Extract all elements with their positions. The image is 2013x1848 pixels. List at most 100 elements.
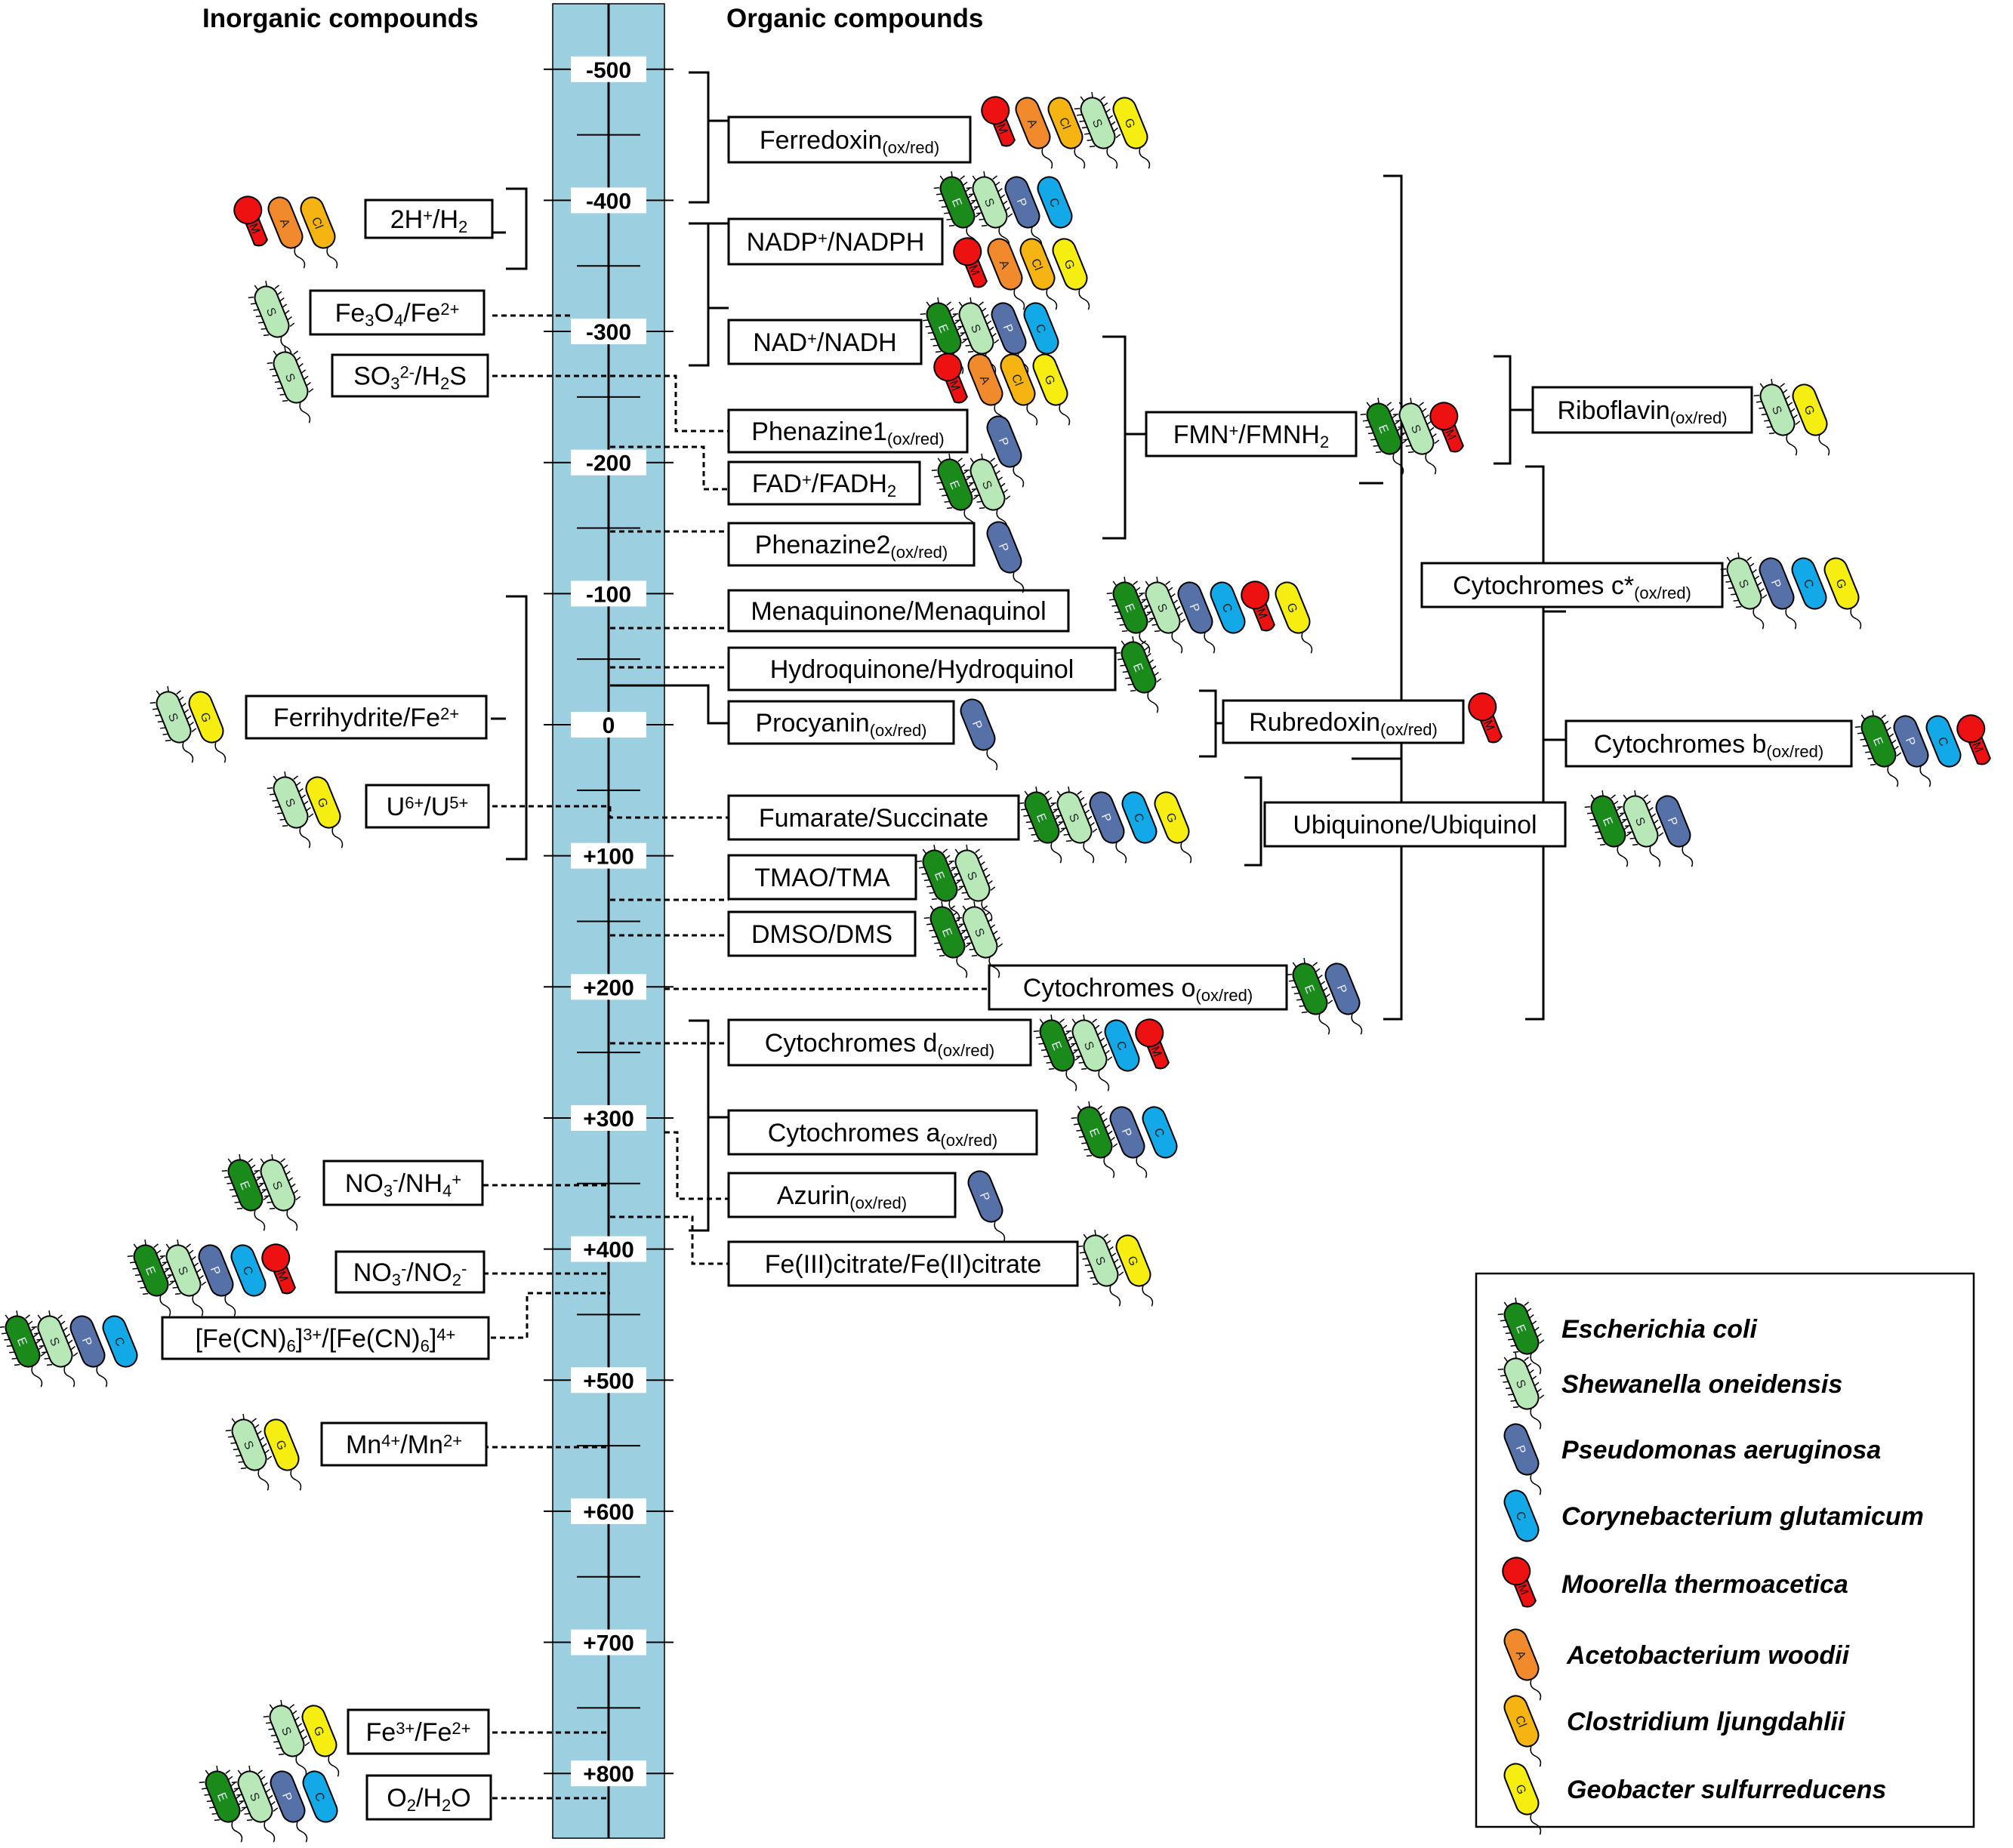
bacterium-C-icon: C bbox=[1210, 581, 1246, 634]
bacterium-Cl-icon: Cl bbox=[1000, 353, 1038, 426]
couple-label: Menaquinone/Menaquinol bbox=[751, 597, 1046, 626]
couple-label-part: /NADH bbox=[817, 328, 897, 357]
couple-label: Azurin(ox/red) bbox=[777, 1181, 907, 1212]
bacterium-M-icon: M bbox=[1135, 1018, 1170, 1070]
couple-label-part: + bbox=[818, 229, 828, 248]
bacterium-M-icon: M bbox=[953, 237, 988, 288]
scale-tick-label: +200 bbox=[583, 975, 634, 1000]
bacterium-S-icon: S bbox=[1753, 378, 1801, 456]
scale-tick-label: +500 bbox=[583, 1369, 634, 1394]
couple-box-procyanin: Procyanin(ox/red) bbox=[727, 700, 955, 745]
bacterium-E-icon: E bbox=[1286, 957, 1333, 1035]
couple-box-ubiquinone: Ubiquinone/Ubiquinol bbox=[1263, 801, 1567, 848]
legend-label: Clostridium ljungdahlii bbox=[1567, 1708, 1846, 1736]
scale-tick-label-bg bbox=[571, 187, 646, 214]
couple-label-part: O bbox=[375, 299, 394, 328]
svg-text:M: M bbox=[1515, 1583, 1531, 1597]
couple-label: Cytochromes c*(ox/red) bbox=[1453, 571, 1691, 602]
connector-dotted bbox=[491, 1292, 610, 1339]
couple-label: Hydroquinone/Hydroquinol bbox=[770, 655, 1074, 684]
couple-label-part: Fe bbox=[366, 1718, 396, 1747]
svg-text:G: G bbox=[1041, 374, 1056, 387]
couple-label: SO32-/H2S bbox=[353, 362, 467, 393]
couple-label-part: /Fe bbox=[403, 299, 440, 328]
bacterium-P-icon: P bbox=[1004, 176, 1043, 248]
couple-label-part: NADP bbox=[747, 228, 818, 257]
couple-label-part: /NH bbox=[398, 1169, 442, 1198]
bacterium-C-icon: C bbox=[302, 1770, 338, 1823]
couple-label-part: Phenazine2 bbox=[755, 531, 891, 559]
couple-box-tmao: TMAO/TMA bbox=[727, 854, 917, 901]
bacterium-Cl-icon: Cl bbox=[1047, 97, 1086, 169]
scale-tick-label-bg bbox=[571, 1236, 646, 1262]
couple-label-part: Hydroquinone/Hydroquinol bbox=[770, 655, 1074, 684]
bacterium-E-icon: E bbox=[1114, 636, 1162, 713]
legend-label: Corynebacterium glutamicum bbox=[1561, 1502, 1924, 1531]
bacterium-G-icon: G bbox=[1823, 557, 1862, 630]
couple-box-menaquinone: Menaquinone/Menaquinol bbox=[727, 589, 1070, 633]
bacterium-E-icon: E bbox=[1106, 576, 1154, 654]
bacterium-S-icon: S bbox=[1077, 1229, 1124, 1307]
connector-bracket bbox=[1383, 174, 1403, 1021]
couple-label: Ferrihydrite/Fe2+ bbox=[273, 704, 459, 732]
couple-label-part: 2- bbox=[399, 363, 415, 382]
couple-label-part: 3 bbox=[365, 311, 374, 330]
couple-label-part: Riboflavin bbox=[1557, 396, 1669, 425]
couple-box-so3: SO32-/H2S bbox=[331, 353, 489, 398]
couple-label-part: (ox/red) bbox=[849, 1194, 907, 1212]
scale-tick-label-bg bbox=[571, 1367, 646, 1394]
couple-label-part: + bbox=[452, 1170, 461, 1189]
couple-label-part: /NADPH bbox=[828, 228, 924, 257]
bacterium-S-icon: S bbox=[248, 280, 295, 358]
bacterium-S-icon: S bbox=[225, 1413, 273, 1491]
scale-tick-label-bg bbox=[571, 1629, 646, 1656]
bacterium-G-icon: G bbox=[1115, 1234, 1154, 1307]
couple-label: Riboflavin(ox/red) bbox=[1557, 396, 1727, 427]
couple-label-part: 4+ bbox=[381, 1431, 400, 1450]
couple-label-part: /FADH bbox=[812, 470, 887, 498]
couple-label: FMN+/FMNH2 bbox=[1173, 420, 1329, 451]
couple-box-azurin: Azurin(ox/red) bbox=[727, 1172, 957, 1218]
svg-text:G: G bbox=[1833, 578, 1848, 591]
couple-label-part: 2 bbox=[442, 1796, 451, 1815]
bacterium-P-icon: P bbox=[69, 1315, 108, 1388]
svg-text:G: G bbox=[1061, 258, 1076, 272]
bacterium-M-icon: M bbox=[1241, 581, 1275, 632]
couple-label-part: 3+ bbox=[303, 1326, 322, 1344]
couple-label-part: 6+ bbox=[405, 793, 424, 812]
bacterium-S-icon: S bbox=[1050, 786, 1098, 864]
couple-box-no3no2: NO3-/NO2- bbox=[334, 1250, 486, 1294]
couple-box-dmso: DMSO/DMS bbox=[727, 910, 917, 957]
couple-label-part: ] bbox=[296, 1325, 303, 1354]
scale-tick-label: -400 bbox=[586, 189, 631, 214]
couple-label-part: - bbox=[393, 1170, 398, 1189]
bacterium-G-icon: G bbox=[1275, 581, 1313, 654]
couple-label: Procyanin(ox/red) bbox=[756, 709, 927, 740]
bacterium-C-icon: C bbox=[1142, 1106, 1178, 1159]
couple-box-fe3fe2: Fe3+/Fe2+ bbox=[347, 1708, 490, 1755]
svg-text:G: G bbox=[1801, 404, 1816, 417]
bacterium-M-icon: M bbox=[233, 196, 268, 247]
bacterium-S-icon: S bbox=[159, 1239, 207, 1317]
scale-tick-label: +400 bbox=[583, 1238, 634, 1263]
couple-box-rubredoxin: Rubredoxin(ox/red) bbox=[1222, 699, 1465, 744]
bacterium-S-icon: S bbox=[263, 1699, 310, 1777]
bacterium-P-icon: P bbox=[1324, 962, 1363, 1035]
svg-text:Cl: Cl bbox=[1009, 372, 1025, 387]
couple-label-part: 2 bbox=[407, 1796, 416, 1815]
legend-label: Geobacter sulfurreducens bbox=[1567, 1776, 1886, 1804]
connector-bracket bbox=[689, 1019, 710, 1232]
couple-label: [Fe(CN)6]3+/[Fe(CN)6]4+ bbox=[196, 1325, 456, 1356]
scale-tick-label: -300 bbox=[586, 320, 631, 345]
couple-label-part: /H bbox=[415, 362, 440, 391]
couple-label-part: Rubredoxin bbox=[1249, 708, 1380, 737]
bacterium-P-icon: P bbox=[1503, 1423, 1542, 1495]
svg-text:M: M bbox=[246, 222, 262, 236]
couple-label: Ubiquinone/Ubiquinol bbox=[1293, 811, 1537, 839]
couple-label-part: Menaquinone/Menaquinol bbox=[751, 597, 1046, 626]
svg-text:Cl: Cl bbox=[1512, 1714, 1528, 1729]
couple-label-part: + bbox=[423, 206, 433, 225]
couple-label-part: 2+ bbox=[440, 300, 459, 319]
couple-label-part: /H bbox=[433, 205, 458, 234]
